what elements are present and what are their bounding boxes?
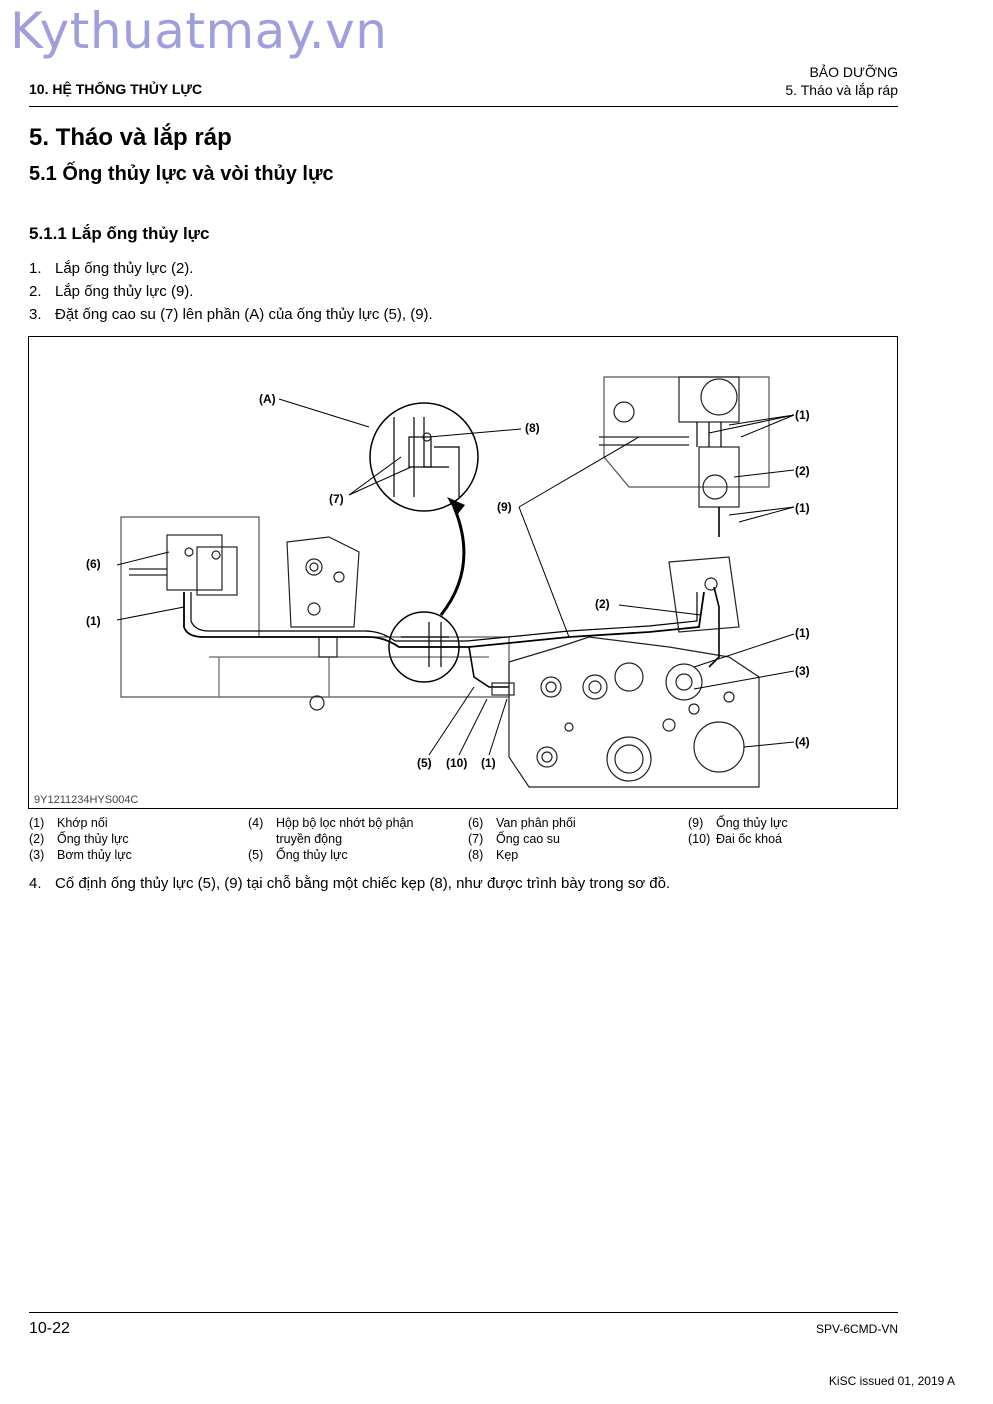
legend-number: (2) — [29, 832, 45, 846]
arrow-head-icon — [447, 497, 465, 515]
legend-item: (3) Bơm thủy lực — [29, 847, 227, 863]
header-divider — [29, 106, 898, 107]
callout-A: (A) — [259, 392, 276, 406]
legend-item: (8) Kẹp — [468, 847, 666, 863]
legend-text: Đai ốc khoá — [716, 832, 783, 846]
diagram-drawing: (A) (8) (7) (9) (6) (1) (1) (2) (1) (2) … — [86, 376, 810, 788]
step-text: Đặt ống cao su (7) lên phần (A) của ống … — [55, 306, 433, 323]
section-subtitle: 5.1 Ống thủy lực và vòi thủy lực — [29, 163, 334, 185]
figure-code: 9Y1211234HYS004C — [34, 794, 139, 806]
step-number: 2. — [29, 283, 42, 300]
callout-1: (1) — [795, 408, 810, 422]
step-item: 1. Lắp ống thủy lực (2). — [29, 257, 433, 280]
legend-column: (6) Van phân phối (7) Ống cao su (8) Kẹp — [468, 815, 666, 863]
callout-3: (3) — [795, 664, 810, 678]
legend-number: (8) — [468, 848, 484, 862]
step-text: Lắp ống thủy lực (2). — [55, 260, 194, 277]
legend-text: Ống thủy lực — [276, 848, 348, 862]
issued-note: KiSC issued 01, 2019 A — [828, 1374, 955, 1388]
callout-9: (9) — [497, 500, 512, 514]
legend-number: (10) — [688, 832, 711, 846]
legend-column: (4) Hộp bộ lọc nhớt bộ phận truyền động (… — [248, 815, 446, 863]
callout-10: (10) — [446, 756, 467, 770]
page-title: 5. Tháo và lắp ráp — [29, 124, 232, 151]
legend-number: (6) — [468, 816, 484, 830]
header-subsection: 5. Tháo và lắp ráp — [785, 82, 898, 98]
callout-5: (5) — [417, 756, 432, 770]
legend-text: Ống cao su — [496, 832, 560, 846]
callout-1: (1) — [481, 756, 496, 770]
header-category: BẢO DƯỠNG — [809, 64, 898, 80]
callout-1: (1) — [795, 626, 810, 640]
legend-number: (7) — [468, 832, 484, 846]
legend-item: (9) Ống thủy lực — [688, 815, 886, 831]
legend-item: (1) Khớp nối — [29, 815, 227, 831]
legend-text: Ống thủy lực — [716, 816, 788, 830]
callout-labels: (A) (8) (7) (9) (6) (1) (1) (2) (1) (2) … — [86, 392, 810, 770]
legend-item: (2) Ống thủy lực — [29, 831, 227, 847]
callout-1: (1) — [795, 501, 810, 515]
step-item: 4. Cố định ống thủy lực (5), (9) tại chỗ … — [29, 875, 670, 892]
step-number: 3. — [29, 306, 42, 323]
step-item: 2. Lắp ống thủy lực (9). — [29, 280, 433, 303]
legend-number: (9) — [688, 816, 704, 830]
legend-text: Van phân phối — [496, 816, 576, 830]
legend-item: (6) Van phân phối — [468, 815, 666, 831]
document-code: SPV-6CMD-VN — [815, 1322, 898, 1336]
callout-2: (2) — [595, 597, 610, 611]
legend-text: Bơm thủy lực — [57, 848, 132, 862]
step-text: Cố định ống thủy lực (5), (9) tại chỗ bằ… — [55, 875, 671, 892]
callout-7: (7) — [329, 492, 344, 506]
step-number: 1. — [29, 260, 42, 277]
header-right: BẢO DƯỠNG 5. Tháo và lắp ráp — [785, 63, 898, 99]
legend-number: (3) — [29, 848, 45, 862]
legend-text: Kẹp — [496, 848, 519, 862]
header-section: 10. HỆ THỐNG THỦY LỰC — [29, 81, 203, 97]
legend-number: (5) — [248, 848, 264, 862]
watermark-logo: Kythuatmay.vn — [10, 2, 388, 60]
step-text: Lắp ống thủy lực (9). — [55, 283, 194, 300]
legend-item: (7) Ống cao su — [468, 831, 666, 847]
assembly-diagram: (A) (8) (7) (9) (6) (1) (1) (2) (1) (2) … — [28, 336, 898, 809]
callout-2: (2) — [795, 464, 810, 478]
callout-1: (1) — [86, 614, 101, 628]
legend-column: (1) Khớp nối (2) Ống thủy lực (3) Bơm thủy … — [29, 815, 227, 863]
legend-item: (10) Đai ốc khoá — [688, 831, 886, 847]
legend-number: (4) — [248, 816, 264, 830]
callout-6: (6) — [86, 557, 101, 571]
step-number: 4. — [29, 875, 42, 892]
legend-text: Hộp bộ lọc nhớt bộ phận truyền động — [276, 816, 414, 846]
footer-divider — [29, 1312, 898, 1313]
legend-column: (9) Ống thủy lực (10) Đai ốc khoá — [688, 815, 886, 847]
legend-text: Khớp nối — [57, 816, 108, 830]
step-item: 3. Đặt ống cao su (7) lên phần (A) của ốn… — [29, 303, 433, 326]
legend-text: Ống thủy lực — [57, 832, 129, 846]
legend-number: (1) — [29, 816, 45, 830]
callout-4: (4) — [795, 735, 810, 749]
legend-item: (5) Ống thủy lực — [248, 847, 446, 863]
page-number: 10-22 — [29, 1320, 70, 1337]
step-list: 1. Lắp ống thủy lực (2). 2. Lắp ống thủy l… — [29, 257, 433, 326]
procedure-title: 5.1.1 Lắp ống thủy lực — [29, 224, 210, 243]
legend-item: (4) Hộp bộ lọc nhớt bộ phận truyền động — [248, 815, 446, 847]
callout-8: (8) — [525, 421, 540, 435]
